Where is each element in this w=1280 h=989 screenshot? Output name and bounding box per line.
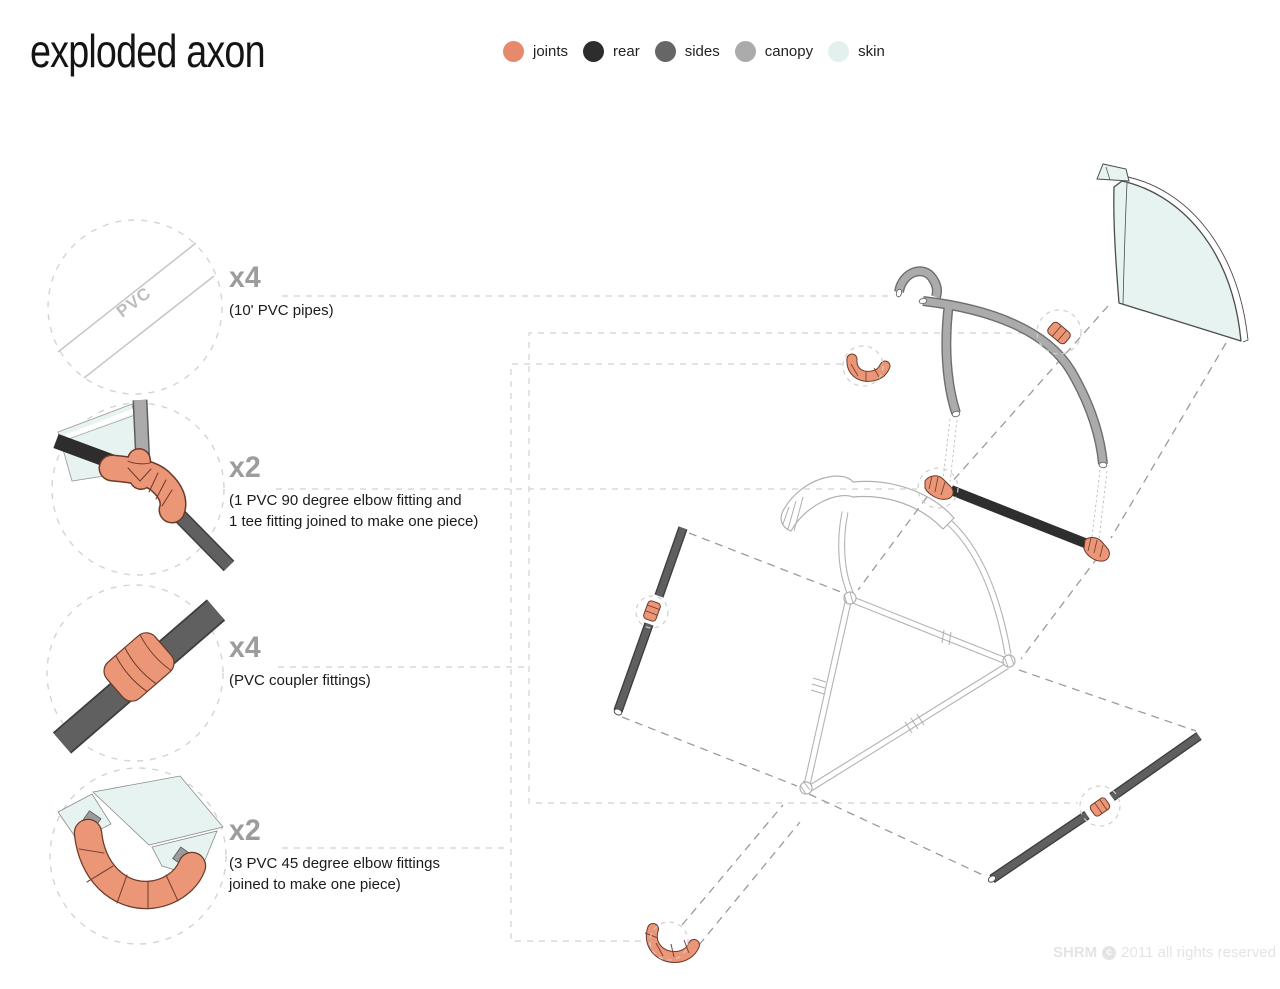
copyright-footer: SHRM c 2011 all rights reserved: [1053, 944, 1276, 961]
callout-count: x4: [229, 631, 261, 664]
joints-color-dot: [503, 41, 524, 62]
callout-count: x2: [229, 451, 261, 484]
side-pipe-right: [987, 732, 1202, 883]
sides-color-dot: [654, 41, 676, 62]
skin-detail: [92, 775, 224, 846]
callout-count: x4: [229, 261, 261, 294]
rear-bar: [949, 485, 1092, 550]
elbow-assembly-detail: [73, 818, 207, 910]
callout-caption: (1 PVC 90 degree elbow fitting and 1 tee…: [229, 492, 479, 530]
legend-item-skin: skin: [828, 41, 885, 62]
callout-art-coupler: [52, 599, 226, 754]
frame-saddle: [780, 475, 955, 532]
legend-item-canopy: canopy: [734, 41, 814, 62]
alignment-dotted-lines: [942, 418, 1108, 541]
skin-color-dot: [828, 41, 850, 62]
coupler-on-arc: [1047, 321, 1071, 345]
copyright-text: 2011 all rights reserved: [1121, 944, 1276, 961]
callout-label-45elbows: x2 (3 PVC 45 degree elbow fittings joine…: [229, 816, 440, 895]
tee-elbow-fitting-detail: [98, 448, 187, 524]
callout-count: x2: [229, 814, 261, 847]
page-title: exploded axon: [30, 25, 266, 77]
pvc-pipe-label: PVC: [113, 283, 155, 321]
callout-label-pipes: x4 (10' PVC pipes): [229, 263, 334, 321]
side-pipe-left: [613, 526, 688, 716]
callout-label-couplers: x4 (PVC coupler fittings): [229, 633, 371, 691]
canopy-color-dot: [734, 41, 756, 62]
legend-label: joints: [533, 43, 569, 60]
callout-art-45elbow: [57, 775, 224, 910]
leader-lines: [276, 295, 1078, 942]
rear-bar-assembly: [924, 418, 1110, 562]
pipe-end-caps: [895, 288, 1108, 469]
legend-item-sides: sides: [654, 41, 720, 62]
canopy-pipes: [894, 266, 1108, 469]
legend-item-joints: joints: [503, 41, 568, 62]
legend-label: canopy: [764, 43, 814, 60]
coupler-on-left-pipe: [643, 600, 661, 622]
callout-art-pvc-pipe: PVC: [57, 242, 215, 379]
callout-art-elbow-tee: [53, 399, 235, 572]
legend-label: rear: [613, 43, 640, 60]
rear-color-dot: [583, 41, 605, 62]
callout-label-elbow-tee: x2 (1 PVC 90 degree elbow fitting and 1 …: [229, 453, 478, 532]
coupler-fitting-detail: [103, 632, 175, 702]
skin-panel-tab: [1096, 163, 1130, 182]
legend-label: skin: [858, 43, 885, 60]
elbow-45-top: [846, 353, 891, 382]
callout-caption: (10' PVC pipes): [229, 302, 334, 319]
projection-lines: [621, 305, 1227, 946]
joint-fitting-left: [924, 475, 954, 500]
callout-caption: (PVC coupler fittings): [229, 672, 371, 689]
callout-caption: (3 PVC 45 degree elbow fittings joined t…: [229, 855, 440, 893]
highlight-circles: [635, 309, 1121, 961]
frame-outline-assembly: [780, 475, 1016, 795]
legend-item-rear: rear: [583, 41, 640, 62]
brand-name: SHRM: [1053, 944, 1098, 961]
joint-fitting-right: [1083, 537, 1110, 562]
copyright-icon: c: [1102, 945, 1117, 960]
coupler-on-right-pipe: [1089, 797, 1111, 817]
skin-panel: [1096, 163, 1249, 343]
legend: joints rear sides canopy skin: [503, 41, 900, 62]
legend-label: sides: [684, 43, 720, 60]
elbow-45-bottom: [644, 923, 700, 964]
